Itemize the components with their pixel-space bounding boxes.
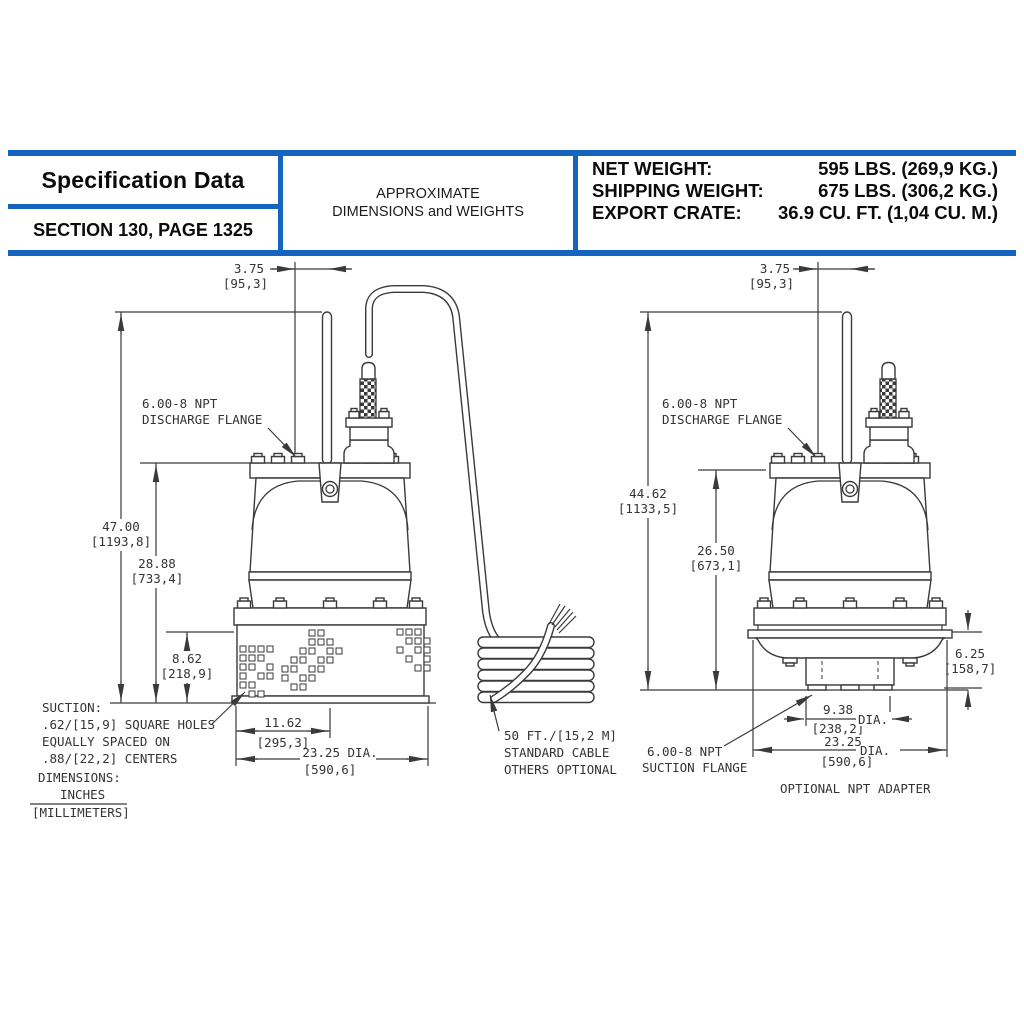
dim-adapter-dia-in: 9.38 [823, 702, 853, 717]
units-note-mm: [MILLIMETERS] [32, 805, 130, 820]
lifting-cable-hook [365, 285, 503, 646]
dim-offset-mm: [95,3] [223, 276, 268, 291]
base-flange-bolts [756, 597, 944, 609]
right-labels: 6.00-8 NPT DISCHARGE FLANGE 6.00-8 NPT S… [642, 396, 931, 796]
power-cable-end [881, 361, 896, 380]
base-flange-bolts [236, 597, 424, 609]
shipping-weight-label: SHIPPING WEIGHT: [592, 180, 764, 201]
header-mid-rule [8, 204, 278, 209]
approx-line2: DIMENSIONS and WEIGHTS [332, 204, 524, 220]
dim-flange-height-in: 28.88 [138, 556, 176, 571]
left-dimension-texts: 47.00 [1193,8] 28.88 [733,4] 8.62 [218,9… [90, 261, 378, 777]
discharge-flange-label-2: DISCHARGE FLANGE [142, 412, 262, 427]
discharge-flange-label-1: 6.00-8 NPT [142, 396, 218, 411]
dim-flange-height-mm: [733,4] [131, 571, 184, 586]
units-note-inches: INCHES [60, 787, 105, 802]
net-weight-row: NET WEIGHT: 595 LBS. (269,9 KG.) [592, 158, 998, 180]
export-crate-value: 36.9 CU. FT. (1,04 CU. M.) [778, 202, 998, 223]
strainer-square-holes [239, 628, 431, 698]
dim-adapter-height-in: 6.25 [955, 646, 985, 661]
dim-base-dia-mm: [590,6] [821, 754, 874, 769]
header-divider-1 [278, 150, 283, 256]
shipping-weight-row: SHIPPING WEIGHT: 675 LBS. (306,2 KG.) [592, 180, 998, 202]
power-cable-braid [879, 378, 897, 419]
dim-overall-height-in: 47.00 [102, 519, 140, 534]
weight-table: NET WEIGHT: 595 LBS. (269,9 KG.) SHIPPIN… [592, 158, 998, 224]
suction-flange-label-1: 6.00-8 NPT [647, 744, 723, 759]
dim-adapter-dia-mm: [238,2] [812, 721, 865, 736]
dim-center-offset-in: 11.62 [264, 715, 302, 730]
dim-strainer-height-in: 8.62 [172, 651, 202, 666]
suction-note-1: SUCTION: [42, 700, 102, 715]
header-bottom-rule [8, 250, 1016, 256]
discharge-flange-label-2: DISCHARGE FLANGE [662, 412, 782, 427]
export-crate-row: EXPORT CRATE: 36.9 CU. FT. (1,04 CU. M.) [592, 202, 998, 224]
cable-note-2: STANDARD CABLE [504, 745, 609, 760]
suction-note-3: EQUALLY SPACED ON [42, 734, 170, 749]
dim-overall-height-mm: [1133,5] [618, 501, 678, 516]
suction-note-2: .62/[15,9] SQUARE HOLES [42, 717, 215, 732]
cable-note-3: OTHERS OPTIONAL [504, 762, 617, 777]
net-weight-label: NET WEIGHT: [592, 158, 713, 179]
junction-box [349, 426, 389, 441]
dim-base-dia-in: 23.25 DIA. [302, 745, 377, 760]
junction-box-shoulder [863, 439, 915, 464]
dim-base-dia-suffix: DIA. [860, 743, 890, 758]
dim-flange-height-mm: [673,1] [690, 558, 743, 573]
right-view-pump-npt-adapter: 44.62 [1133,5] 26.50 [673,1] 3.75 [95,3]… [616, 261, 996, 796]
units-note-title: DIMENSIONS: [38, 770, 121, 785]
left-view-submersible-pump: 47.00 [1193,8] 28.88 [733,4] 8.62 [218,9… [30, 261, 617, 820]
dim-offset-mm: [95,3] [749, 276, 794, 291]
cable-coil [477, 603, 595, 704]
header-top-rule [8, 150, 1016, 156]
header-divider-2 [573, 150, 578, 256]
approx-dims-caption: APPROXIMATE DIMENSIONS and WEIGHTS [283, 156, 573, 250]
dim-strainer-height-mm: [218,9] [161, 666, 214, 681]
page-title: Specification Data [41, 166, 245, 193]
dim-offset-in: 3.75 [234, 261, 264, 276]
left-pump-body [231, 311, 431, 704]
cable-wire-ends [548, 603, 577, 634]
left-labels: 6.00-8 NPT DISCHARGE FLANGE SUCTION: .62… [30, 396, 617, 820]
export-crate-label: EXPORT CRATE: [592, 202, 742, 223]
shipping-weight-value: 675 LBS. (306,2 KG.) [818, 180, 998, 201]
discharge-flange-label-1: 6.00-8 NPT [662, 396, 738, 411]
volute-bowl [754, 637, 946, 659]
dim-overall-height-in: 44.62 [629, 486, 667, 501]
optional-adapter-caption: OPTIONAL NPT ADAPTER [780, 781, 931, 796]
suction-flange-label-2: SUCTION FLANGE [642, 760, 747, 775]
npt-adapter [805, 657, 895, 686]
power-cable-end [361, 361, 376, 380]
right-pump-body [747, 311, 953, 691]
bowl-bolts [782, 657, 918, 667]
net-weight-value: 595 LBS. (269,9 KG.) [818, 158, 998, 179]
right-dimension-texts: 44.62 [1133,5] 26.50 [673,1] 3.75 [95,3]… [616, 261, 996, 769]
approx-line1: APPROXIMATE [376, 186, 480, 202]
power-cable-braid [359, 378, 377, 419]
dim-offset-in: 3.75 [760, 261, 790, 276]
dim-flange-height-in: 26.50 [697, 543, 735, 558]
dim-base-dia-mm: [590,6] [304, 762, 357, 777]
dim-base-dia-in: 23.25 [824, 734, 862, 749]
dim-overall-height-mm: [1193,8] [91, 534, 151, 549]
suction-note-4: .88/[22,2] CENTERS [42, 751, 177, 766]
cable-note-1: 50 FT./[15,2 M] [504, 728, 617, 743]
seal-plate [747, 629, 953, 639]
section-page-ref: SECTION 130, PAGE 1325 [33, 219, 253, 240]
adapter-feet [807, 684, 893, 691]
dim-adapter-dia-suffix: DIA. [858, 712, 888, 727]
junction-box [869, 426, 909, 441]
dim-adapter-height-mm: [158,7] [944, 661, 997, 676]
junction-box-shoulder [343, 439, 395, 464]
dim-center-offset-mm: [295,3] [257, 735, 310, 750]
